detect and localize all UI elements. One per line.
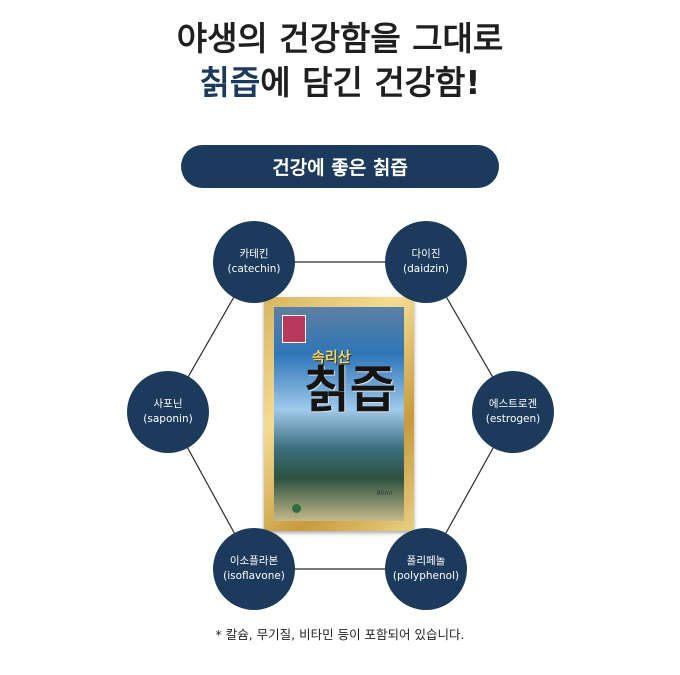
nutrient-node-polyphenol: 폴리페놀 (polyphenol) xyxy=(385,528,467,610)
nutrient-korean-label: 이소플라본 xyxy=(229,555,279,567)
nutrient-english-label: (polyphenol) xyxy=(392,570,460,582)
maker-logo-icon xyxy=(292,504,301,513)
nutrient-korean-label: 사포닌 xyxy=(153,398,183,410)
nutrient-korean-label: 다이진 xyxy=(411,248,441,260)
pouch-brand: 속리산 xyxy=(312,350,351,366)
headline-accent: 칡즙 xyxy=(199,63,261,102)
footnote: * 칼슘, 무기질, 비타민 등이 포함되어 있습니다. xyxy=(215,627,465,642)
nutrient-english-label: (isoflavone) xyxy=(223,570,285,582)
nutrient-node-saponin: 사포닌 (saponin) xyxy=(127,371,209,453)
nutrient-node-catechin: 카테킨 (catechin) xyxy=(213,221,295,303)
nutrient-english-label: (estrogen) xyxy=(485,413,541,425)
pouch-label: 속리산 칡즙 80ml xyxy=(274,307,404,521)
headline-rest: 에 담긴 건강함! xyxy=(260,63,481,102)
nutrient-english-label: (catechin) xyxy=(227,263,281,275)
nutrient-node-isoflavone: 이소플라본 (isoflavone) xyxy=(213,528,295,610)
nutrient-korean-label: 폴리페놀 xyxy=(406,555,446,567)
section-title-pill: 건강에 좋은 칡즙 xyxy=(181,145,499,188)
headline-line-1: 야생의 건강함을 그대로 xyxy=(176,19,504,58)
nutrient-english-label: (saponin) xyxy=(143,413,193,425)
nutrient-korean-label: 카테킨 xyxy=(239,248,269,260)
nutrient-english-label: (daidzin) xyxy=(403,263,449,275)
pouch-volume: 80ml xyxy=(376,490,392,497)
headline-line-2: 칡즙에 담긴 건강함! xyxy=(0,56,680,104)
nutrient-node-estrogen: 에스트로겐 (estrogen) xyxy=(472,371,554,453)
pouch-title: 칡즙 xyxy=(304,361,396,419)
certification-stamp-icon xyxy=(282,315,306,343)
product-pouch-image: 속리산 칡즙 80ml xyxy=(264,297,414,531)
nutrient-korean-label: 에스트로겐 xyxy=(488,398,538,410)
nutrient-node-daidzin: 다이진 (daidzin) xyxy=(385,221,467,303)
